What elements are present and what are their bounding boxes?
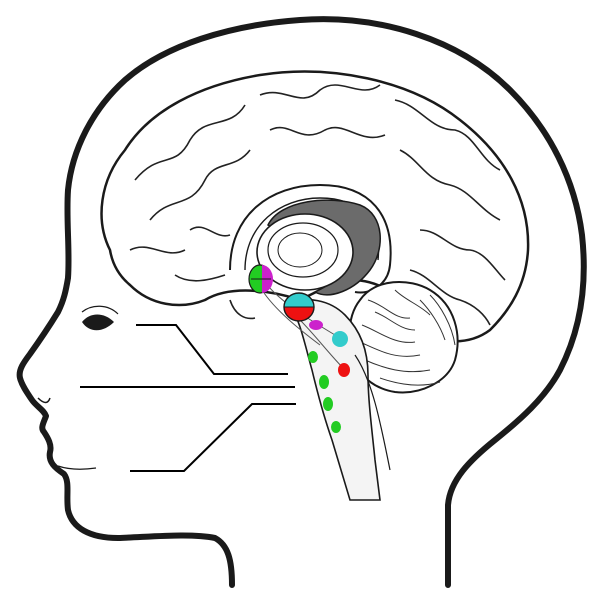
forebrain-nucleus-green-magenta [248, 264, 273, 294]
brainstem-nucleus-green-1 [308, 351, 318, 363]
mouth-pointer-line [130, 403, 296, 472]
brainstem-nucleus-green-3 [323, 397, 333, 411]
brainstem-nucleus-green-4 [331, 421, 341, 433]
lip-mark [57, 465, 97, 470]
thalamus [256, 213, 354, 291]
brainstem [288, 299, 381, 501]
thalamic-nucleus-cyan-red [283, 292, 315, 322]
corpus-callosum [229, 183, 392, 294]
gyri-folds [129, 84, 506, 326]
eye-pointer-line [136, 324, 288, 375]
brainstem-nucleus-green-2 [319, 375, 329, 389]
pons-nucleus-red [338, 363, 350, 377]
pons-nucleus-cyan [332, 331, 348, 347]
midbrain-nucleus-magenta [309, 320, 323, 330]
nostril-mark [37, 397, 51, 404]
eye-icon [81, 305, 119, 331]
head-outline [16, 16, 587, 588]
